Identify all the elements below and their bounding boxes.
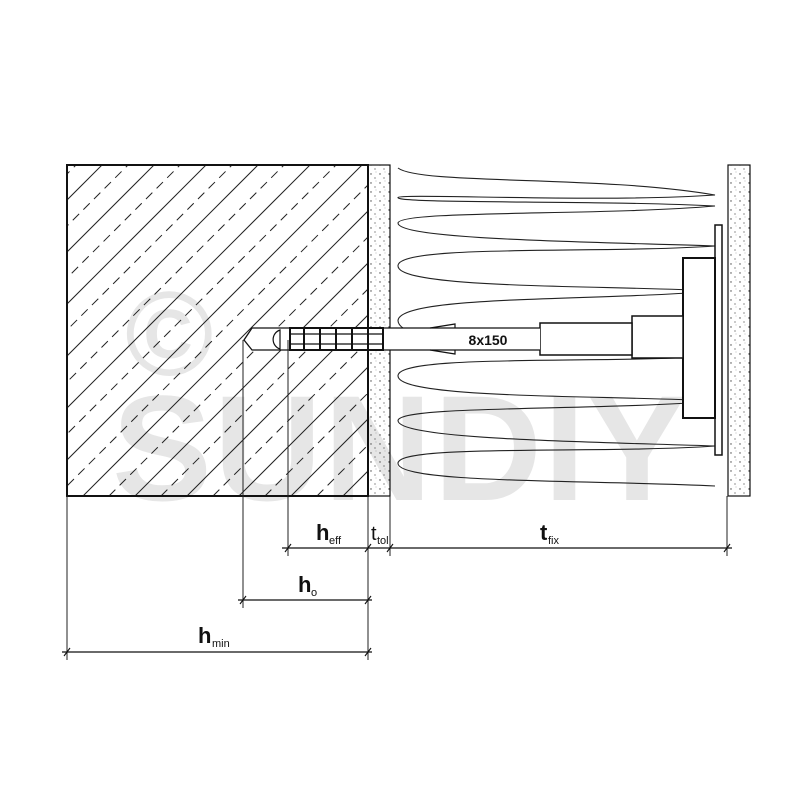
svg-text:h: h [198,623,211,648]
hatch-line [238,366,368,496]
label-h-eff: h eff [316,520,342,547]
hatch-line [67,165,129,227]
extension-lines [66,340,728,660]
hatch-line [0,165,24,496]
hatch-line [67,165,311,409]
hatch-line [67,165,77,175]
anchor-collar [539,322,633,356]
dimension-lines [62,543,732,657]
hatch-line [0,165,50,496]
hatch-line [212,340,368,496]
svg-text:tol: tol [377,535,389,547]
anchor-plate [714,224,723,456]
hatch-line [67,165,181,279]
label-h-min: h min [198,623,230,650]
svg-text:min: min [212,638,230,650]
hatch-line [82,210,368,496]
svg-text:h: h [316,520,329,545]
svg-text:fix: fix [548,535,560,547]
hatch-line [67,165,363,461]
anchor-sleeve [631,315,684,359]
hatch-line [67,165,259,357]
hatch-line [67,165,337,435]
label-h-o: h o [298,572,317,599]
svg-text:o: o [311,587,317,599]
insulation-layer [397,167,716,487]
hatch-line [67,165,233,331]
svg-text:t: t [371,523,377,545]
watermark: © SUNDIY [112,267,687,532]
watermark-text: SUNDIY [112,364,687,532]
hatch-line [264,392,368,496]
watermark-symbol: © [125,267,213,401]
anchor-dowel: 8x150 [243,323,540,355]
facade-layer [727,164,751,497]
hatch-line [160,288,368,496]
hatch-line [108,236,368,496]
hatch-line [67,165,207,305]
svg-text:t: t [540,520,548,545]
hatch-line [67,165,285,383]
hatch-line [67,184,368,487]
anchor-size-label: 8x150 [469,332,508,348]
hatch-line [290,418,368,496]
anchor-washer [682,257,716,419]
insulation-wave [397,167,716,487]
hatch-line [67,165,155,253]
label-t-fix: t fix [540,520,560,547]
svg-text:h: h [298,572,311,597]
svg-text:eff: eff [329,535,342,547]
label-t-tol: t tol [371,523,389,547]
hatch-line [67,165,103,201]
